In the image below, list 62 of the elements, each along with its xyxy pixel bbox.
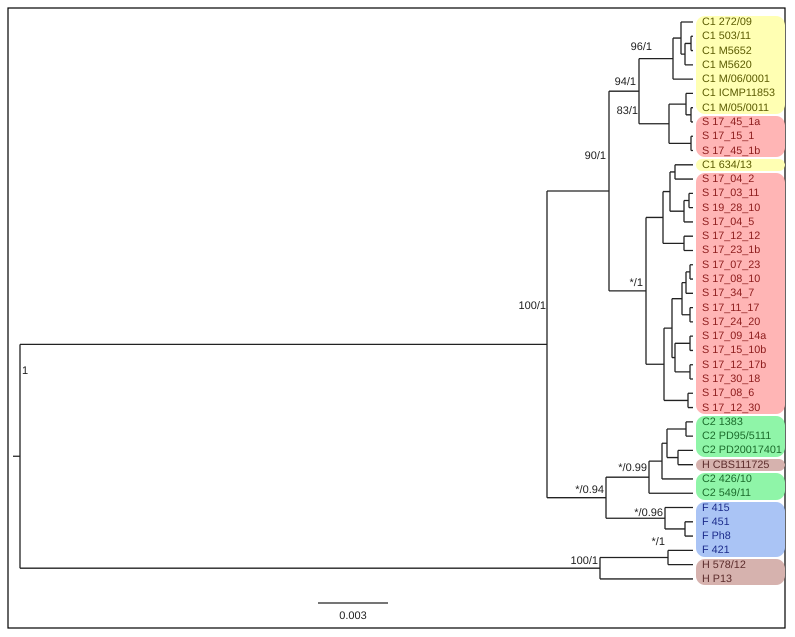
strain-label: C1 272/09 — [702, 15, 752, 29]
strain-label: S 17_11_17 — [702, 300, 760, 315]
strain-label: C1 M5620 — [702, 58, 752, 72]
clade-box — [696, 472, 785, 500]
support-value: 96/1 — [630, 41, 652, 53]
strain-label: H CBS111725 — [702, 458, 770, 472]
strain-label: S 19_28_10 — [702, 200, 760, 215]
root-support-value: 1 — [22, 365, 28, 377]
clade-box — [696, 558, 785, 586]
clade-box — [696, 158, 785, 172]
strain-label: S 17_45_1a — [702, 114, 760, 129]
strain-label: S 17_12_30 — [702, 400, 760, 415]
strain-label: F 421 — [702, 543, 730, 558]
strain-label: S 17_08_6 — [702, 386, 754, 400]
clade-box — [696, 458, 785, 471]
strain-label: C1 503/11 — [702, 29, 752, 44]
support-value: 90/1 — [584, 150, 606, 162]
strain-label: S 17_09_14a — [702, 329, 766, 344]
support-value: */1 — [630, 277, 643, 289]
strain-label: C2 549/11 — [702, 486, 752, 500]
strain-label: C1 ICMP11853 — [702, 86, 776, 100]
strain-label: F Ph8 — [702, 529, 731, 544]
support-value: 83/1 — [616, 105, 638, 117]
strain-label: S 17_30_18 — [702, 372, 760, 386]
strain-label: S 17_03_11 — [702, 186, 760, 200]
strain-label: C2 PD20017401 — [702, 443, 782, 458]
strain-label: C2 1383 — [702, 414, 743, 429]
support-value: */0.99 — [618, 462, 647, 474]
strain-label: C2 PD95/5111 — [702, 429, 772, 444]
strain-label: C1 M/06/0001 — [702, 72, 770, 86]
strain-label: C1 634/13 — [702, 158, 752, 172]
strain-label: S 17_07_23 — [702, 258, 760, 272]
strain-label: S 17_24_20 — [702, 314, 760, 329]
strain-label: H 578/12 — [702, 558, 746, 572]
support-value: */0.94 — [575, 484, 604, 496]
strain-label: F 415 — [702, 500, 730, 515]
scale-label: 0.003 — [339, 610, 367, 622]
strain-label: S 17_15_1 — [702, 129, 754, 144]
support-value: */1 — [652, 536, 665, 548]
strain-label: C1 M5652 — [702, 44, 752, 58]
strain-label: C1 M/05/0011 — [702, 100, 770, 115]
support-value: */0.96 — [634, 507, 663, 519]
strain-label: C2 426/10 — [702, 472, 752, 486]
support-value: 100/1 — [570, 555, 598, 567]
strain-label: S 17_45_1b — [702, 144, 760, 158]
strain-label: H P13 — [702, 572, 732, 586]
clade-box — [696, 173, 785, 414]
strain-label: S 17_08_10 — [702, 272, 760, 286]
strain-label: F 451 — [702, 514, 730, 529]
strain-label: S 17_15_10b — [702, 343, 766, 358]
clade-box — [696, 16, 785, 114]
strain-label: S 17_34_7 — [702, 286, 754, 300]
support-value: 100/1 — [518, 300, 546, 312]
strain-label: S 17_23_1b — [702, 243, 760, 258]
strain-label: S 17_04_5 — [702, 214, 754, 229]
strain-label: S 17_04_2 — [702, 172, 754, 186]
clade-box — [696, 502, 785, 557]
clade-box — [696, 416, 785, 457]
strain-label: S 17_12_17b — [702, 358, 766, 372]
strain-label: S 17_12_12 — [702, 229, 760, 244]
support-value: 94/1 — [614, 76, 636, 88]
clade-box — [696, 116, 785, 157]
